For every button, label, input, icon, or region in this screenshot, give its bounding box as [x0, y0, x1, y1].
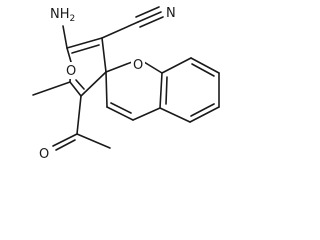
bond-c3-spiro [101, 37, 107, 73]
bond-c6-c5-inner [190, 103, 215, 117]
bond-cn-triple-3 [139, 16, 164, 28]
bond-c5-c4a [159, 107, 191, 123]
bond-c5-acyl [76, 95, 82, 135]
atom-labels: NH2 N O O O [37, 4, 178, 162]
bond-c4-c3-inner [110, 102, 132, 114]
bond-acyl-o-2 [55, 139, 76, 151]
bond-c8-c7-inner [191, 63, 215, 77]
nitrile-n-label: N [166, 6, 176, 21]
bond-acyl-o-1 [52, 133, 78, 147]
bond-c8a-c8 [161, 57, 192, 74]
bond-c3-cn [101, 21, 139, 39]
pyran-substituents [32, 6, 164, 151]
bond-cn-triple-2 [135, 6, 160, 18]
bond-acyl-methyl [76, 133, 111, 149]
bond-c6-c5 [189, 106, 220, 123]
bond-spiro-o [105, 61, 133, 73]
bond-c6-methyl [32, 81, 71, 96]
bond-cn-triple-1 [137, 11, 162, 23]
chemical-structure: NH2 N O O O [32, 4, 220, 162]
bond-c3-spiro [105, 71, 108, 108]
benzo-ring [159, 57, 220, 123]
bond-o1-c2 [66, 47, 72, 63]
bond-spiro-c5 [80, 71, 107, 97]
chromene-o-label: O [133, 58, 143, 73]
bond-c4-c3 [106, 106, 134, 121]
bond-c5-c6 [69, 81, 82, 97]
pyran-ring [66, 37, 107, 97]
acetyl-o-label: O [39, 147, 49, 162]
bond-c5-c6-inner [75, 79, 85, 90]
pyran-o-label: O [66, 64, 76, 79]
bond-c8-c7 [190, 57, 220, 74]
bond-o-c8a [143, 61, 163, 74]
bond-c8a-c4a-inner [165, 76, 168, 105]
bond-c2-c3 [66, 37, 103, 49]
bond-c2-c3-inner [71, 44, 100, 54]
bond-c8a-c4a [159, 72, 163, 109]
bond-c4a-c4 [132, 107, 161, 121]
chromene-pyran-ring [105, 61, 163, 121]
bond-c2-nh2 [62, 25, 68, 49]
amino-label: NH2 [50, 7, 75, 24]
